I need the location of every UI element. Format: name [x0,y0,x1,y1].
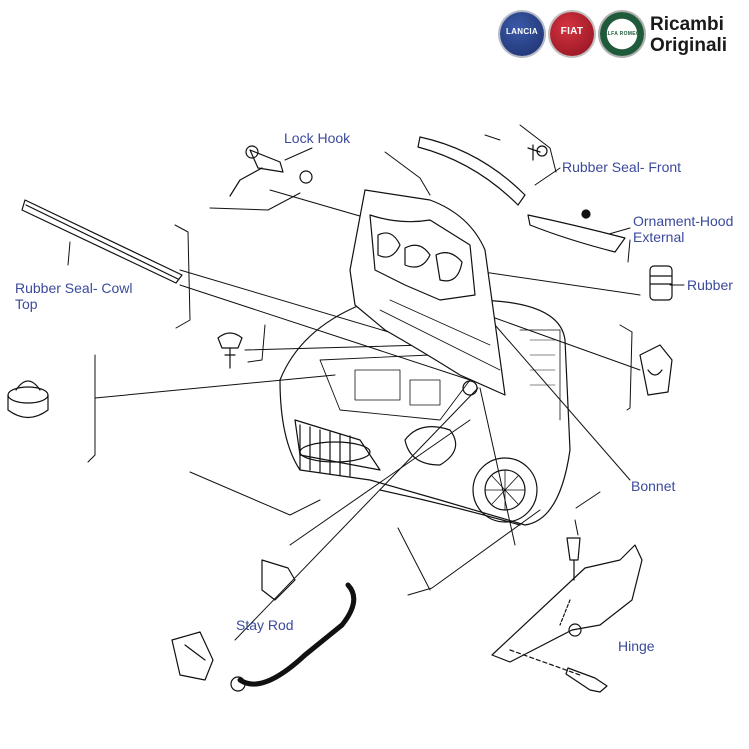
label-stay-rod: Stay Rod [236,617,294,633]
hinge-part [491,537,643,693]
label-hinge: Hinge [618,638,655,654]
leader-lines [67,147,685,641]
label-lock-hook: Lock Hook [284,130,351,146]
stay-rod-part [171,559,357,692]
fiat-logo: FIAT [550,12,594,56]
lancia-badge-text: LANCIA [505,27,539,36]
lancia-logo: LANCIA [500,12,544,56]
rubber-cap-part [639,344,673,396]
ornament-hood-part [527,209,626,253]
label-rubber: Rubber [687,277,733,293]
brand-title: Ricambi Originali [650,14,727,56]
rubber-seal-front-part [417,136,548,206]
alfa-badge-text: ALFA ROMEO [603,31,641,37]
label-ornament-hood: Ornament-Hood External [633,213,733,245]
rubber-buffer-part [7,380,49,419]
fiat-badge-text: FIAT [560,26,584,37]
brand-title-line1: Ricambi [650,14,724,35]
bonnet-part [349,189,506,396]
label-rubber-seal-front: Rubber Seal- Front [562,159,682,175]
brand-title-line2: Originali [650,35,728,56]
lock-hook-part [229,145,313,197]
rubber-seal-cowl-part [21,199,183,284]
alfa-romeo-logo: ALFA ROMEO [600,12,644,56]
label-rubber-seal-cowl-line2: Top [15,296,38,312]
label-bonnet: Bonnet [631,478,676,494]
brand-logos: LANCIA FIAT ALFA ROMEO Ricambi Originali [500,12,745,62]
label-rubber-seal-cowl: Rubber Seal- Cowl Top [15,280,133,312]
car-illustration [279,299,571,526]
clip-part [217,332,243,369]
group-bracket-lines [87,124,633,596]
label-ornament-hood-line1: Ornament-Hood [633,213,734,229]
label-rubber-seal-cowl-line1: Rubber Seal- Cowl [15,280,133,296]
rubber-part [649,265,673,301]
label-ornament-hood-line2: External [633,229,685,245]
